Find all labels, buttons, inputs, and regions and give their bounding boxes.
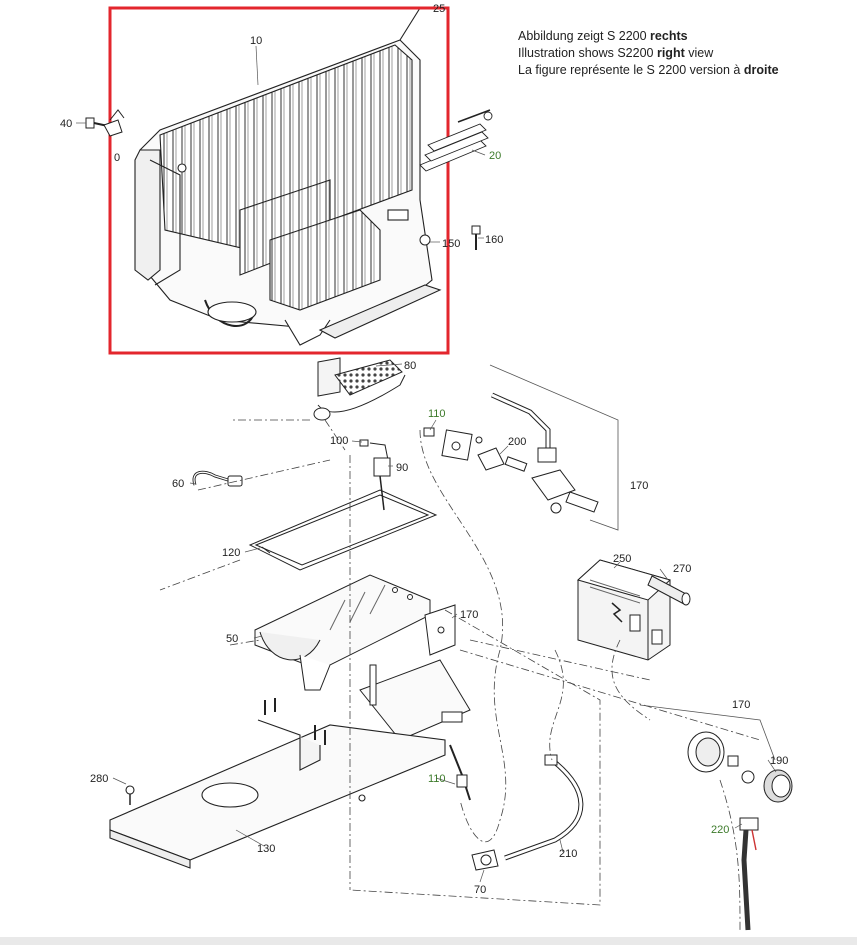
label-110-upper: 110	[428, 408, 446, 420]
label-50: 50	[226, 633, 238, 645]
bottom-scrollbar-strip	[0, 937, 857, 945]
label-80: 80	[404, 360, 416, 372]
gasket-plates-20-part	[419, 109, 493, 172]
assembly-lines	[159, 419, 761, 931]
caption-en-suffix: view	[684, 46, 714, 60]
label-210: 210	[559, 848, 577, 860]
mounting-frame-part	[359, 659, 471, 741]
tube-60-part	[192, 470, 243, 487]
highlight-box	[108, 6, 450, 355]
fitting-70-part	[471, 849, 499, 871]
screw-150-160-parts	[419, 225, 481, 250]
base-plate-130-part	[109, 698, 446, 869]
bracket-170-part	[424, 604, 456, 656]
caption-de-text: Abbildung zeigt S 2200	[518, 29, 651, 43]
label-250: 250	[613, 553, 631, 565]
label-100: 100	[330, 435, 348, 447]
label-25: 25	[433, 3, 445, 15]
label-20: 20	[489, 150, 501, 162]
label-170-mid: 170	[460, 609, 478, 621]
gas-line-210-part	[504, 754, 584, 861]
caption-german: Abbildung zeigt S 2200 rechts	[518, 28, 779, 45]
label-170-top: 170	[630, 480, 648, 492]
control-box-250-part	[576, 559, 672, 661]
part-labels: 10 25 40 0 20 150 160 80 110 200 100 90 …	[60, 3, 788, 896]
heat-exchanger-part	[134, 7, 442, 346]
caption-fr-bold: droite	[743, 63, 779, 77]
label-60: 60	[172, 478, 184, 490]
ignition-electrode-90-part	[359, 439, 391, 511]
label-10: 10	[250, 35, 262, 47]
label-120: 120	[222, 547, 240, 559]
gasket-frame-120-part	[248, 489, 438, 571]
label-30: 0	[114, 152, 120, 164]
caption-en-text: Illustration shows S2200	[518, 46, 657, 60]
label-90: 90	[396, 462, 408, 474]
burner-tray-50-part	[254, 574, 431, 691]
label-220: 220	[711, 824, 729, 836]
label-leaders	[76, 45, 777, 883]
label-70: 70	[474, 884, 486, 896]
thermocouple-110-part	[423, 427, 483, 461]
caption-en-bold: right	[656, 46, 685, 60]
label-190: 190	[770, 755, 788, 767]
label-40: 40	[60, 118, 72, 130]
label-200: 200	[508, 436, 526, 448]
thermocouple-probe-110-part	[449, 744, 471, 801]
battery-270-part	[647, 575, 691, 606]
group-brackets	[489, 364, 776, 761]
cable-220-part	[739, 817, 759, 931]
caption-english: Illustration shows S2200 right view	[518, 45, 779, 62]
burner-grill-80-part	[313, 357, 406, 421]
gas-valve-200-part	[477, 392, 599, 514]
control-knob-190-part	[687, 731, 793, 803]
label-160: 160	[485, 234, 503, 246]
caption-french: La figure représente le S 2200 version à…	[518, 62, 779, 79]
caption-fr-text: La figure représente le S 2200 version à	[518, 63, 744, 77]
label-110-lower: 110	[428, 773, 446, 785]
label-150: 150	[442, 238, 460, 250]
bolt-40-part	[85, 109, 125, 137]
caption-de-bold: rechts	[650, 29, 688, 43]
view-caption: Abbildung zeigt S 2200 rechts Illustrati…	[518, 28, 779, 79]
label-130: 130	[257, 843, 275, 855]
label-170-right: 170	[732, 699, 750, 711]
label-270: 270	[673, 563, 691, 575]
label-280: 280	[90, 773, 108, 785]
